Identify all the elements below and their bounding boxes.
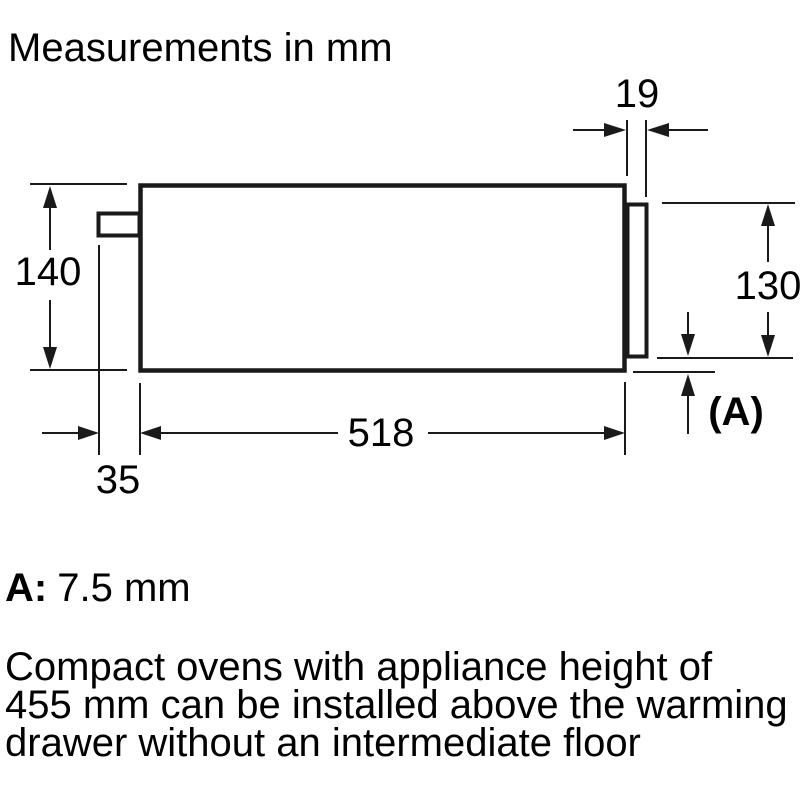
installation-note: Compact ovens with appliance height of 4… <box>5 645 788 765</box>
arrow-140-down <box>43 347 57 369</box>
arrow-35-right <box>78 426 99 440</box>
arrow-518-left <box>140 426 161 440</box>
arrow-130-up <box>761 204 775 226</box>
dim-label-35: 35 <box>95 458 141 502</box>
arrow-19-right <box>647 123 669 137</box>
gap-legend-value: 7.5 mm <box>57 566 191 610</box>
arrow-518-right <box>604 426 625 440</box>
arrow-140-up <box>43 186 57 208</box>
installation-note-line: 455 mm can be installed above the warmin… <box>5 683 788 727</box>
arrow-130-down <box>761 335 775 357</box>
drawer-body <box>138 183 627 373</box>
dim-label-140: 140 <box>14 250 82 294</box>
dimension-arrowheads <box>43 123 775 440</box>
page-title: Measurements in mm <box>8 26 393 70</box>
dimension-lines <box>30 120 795 455</box>
gap-legend-term: A: <box>5 566 48 610</box>
dim-label-518: 518 <box>347 411 415 455</box>
installation-note-line: drawer without an intermediate floor <box>5 721 641 765</box>
dim-label-gap-ref: (A) <box>708 390 764 434</box>
appliance-outline <box>96 183 649 373</box>
installation-note-line: Compact ovens with appliance height of <box>5 645 713 689</box>
dim-label-19: 19 <box>614 72 660 116</box>
rear-bracket <box>96 211 142 238</box>
arrow-19-left <box>604 123 626 137</box>
dim-label-130: 130 <box>734 264 800 308</box>
front-panel <box>625 202 649 359</box>
gap-legend: A:7.5 mm <box>5 568 191 608</box>
arrow-gap-down <box>681 334 695 356</box>
arrow-gap-up <box>681 374 695 396</box>
